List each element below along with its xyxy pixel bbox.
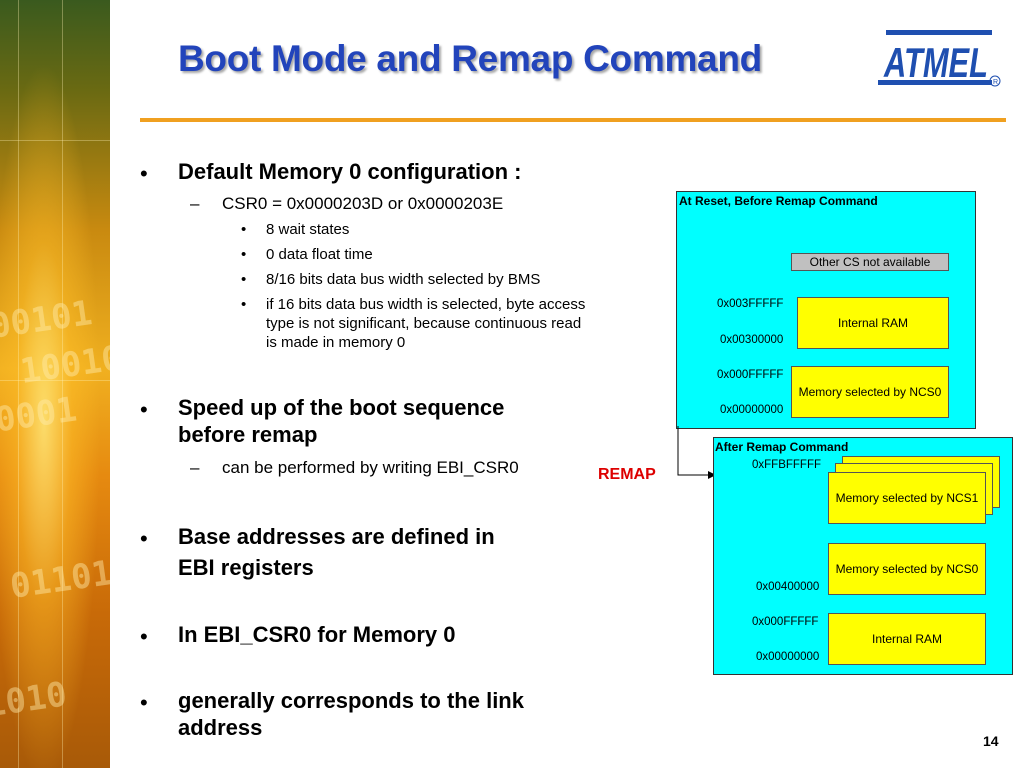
bullet-ebi-csr0: In EBI_CSR0 for Memory 0 xyxy=(178,622,456,647)
remap-arrow-icon xyxy=(677,426,716,479)
dash-marker: – xyxy=(190,458,200,477)
bullet-dot: • xyxy=(140,526,148,551)
addr-label: 0x003FFFFF xyxy=(717,298,784,310)
csr0-value: CSR0 = 0x0000203D or 0x0000203E xyxy=(222,194,504,213)
after-remap-panel: After Remap Command 0xFFBFFFFF Memory se… xyxy=(713,437,1013,675)
atmel-logo: ATMEL R xyxy=(878,30,1001,87)
decor-bits: 1010 xyxy=(0,674,70,726)
bullet-dot: • xyxy=(140,397,148,422)
decor-bits: 01101 xyxy=(7,553,110,607)
bullet-dot: • xyxy=(140,624,148,649)
sub-bullet-dot: • xyxy=(241,246,247,263)
decorative-side-image: 00101 10010 0001 01101 1010 xyxy=(0,0,110,768)
bullet-link-address-line2: address xyxy=(178,715,263,740)
before-remap-panel: At Reset, Before Remap Command Other CS … xyxy=(676,191,976,429)
bullet-link-address-line1: generally corresponds to the link xyxy=(178,688,524,713)
addr-label: 0x00000000 xyxy=(720,404,784,416)
registered-mark: R xyxy=(993,79,998,86)
other-cs-box: Other CS not available xyxy=(791,253,949,271)
bullet-base-addresses-line1: Base addresses are defined in xyxy=(178,524,495,549)
sub-bullet-dot: • xyxy=(241,221,247,238)
decor-bits: 10010 xyxy=(17,338,110,392)
config-float-time: 0 data float time xyxy=(266,246,373,263)
ncs1-memory-box: Memory selected by NCS1 xyxy=(828,472,986,524)
bullet-speed-up-line1: Speed up of the boot sequence xyxy=(178,395,505,420)
ncs0-memory-box: Memory selected by NCS0 xyxy=(791,366,949,418)
title-divider xyxy=(140,118,1006,122)
remap-label: REMAP xyxy=(598,466,656,483)
decor-bits: 0001 xyxy=(0,389,80,441)
config-16bit-note: if 16 bits data bus width is selected, b… xyxy=(266,296,586,351)
bullet-speed-up-line2: before remap xyxy=(178,422,318,447)
logo-text: ATMEL xyxy=(883,39,988,86)
sub-bullet-dot: • xyxy=(241,296,247,313)
dash-marker: – xyxy=(190,194,200,213)
addr-label: 0x00300000 xyxy=(720,334,784,346)
before-remap-header: At Reset, Before Remap Command xyxy=(679,194,878,208)
page-number: 14 xyxy=(983,733,999,749)
slide-title: Boot Mode and Remap Command xyxy=(178,38,762,79)
internal-ram-box-remapped: Internal RAM xyxy=(828,613,986,665)
sub-bullet-dot: • xyxy=(241,271,247,288)
bullet-dot: • xyxy=(140,161,148,186)
config-bus-width: 8/16 bits data bus width selected by BMS xyxy=(266,271,541,288)
bullet-dot: • xyxy=(140,690,148,715)
addr-label: 0xFFBFFFFF xyxy=(752,459,821,471)
speed-up-detail: can be performed by writing EBI_CSR0 xyxy=(222,458,519,477)
bullet-default-memory: Default Memory 0 configuration : xyxy=(178,159,522,184)
after-remap-header: After Remap Command xyxy=(715,440,849,454)
ncs0-memory-box-remapped: Memory selected by NCS0 xyxy=(828,543,986,595)
decor-bits: 00101 xyxy=(0,293,95,347)
addr-label: 0x000FFFFF xyxy=(717,369,784,381)
bullet-base-addresses-line2: EBI registers xyxy=(178,555,314,580)
addr-label: 0x00000000 xyxy=(756,651,820,663)
internal-ram-box: Internal RAM xyxy=(797,297,949,349)
addr-label: 0x000FFFFF xyxy=(752,616,819,628)
config-wait-states: 8 wait states xyxy=(266,221,350,238)
addr-label: 0x00400000 xyxy=(756,581,820,593)
